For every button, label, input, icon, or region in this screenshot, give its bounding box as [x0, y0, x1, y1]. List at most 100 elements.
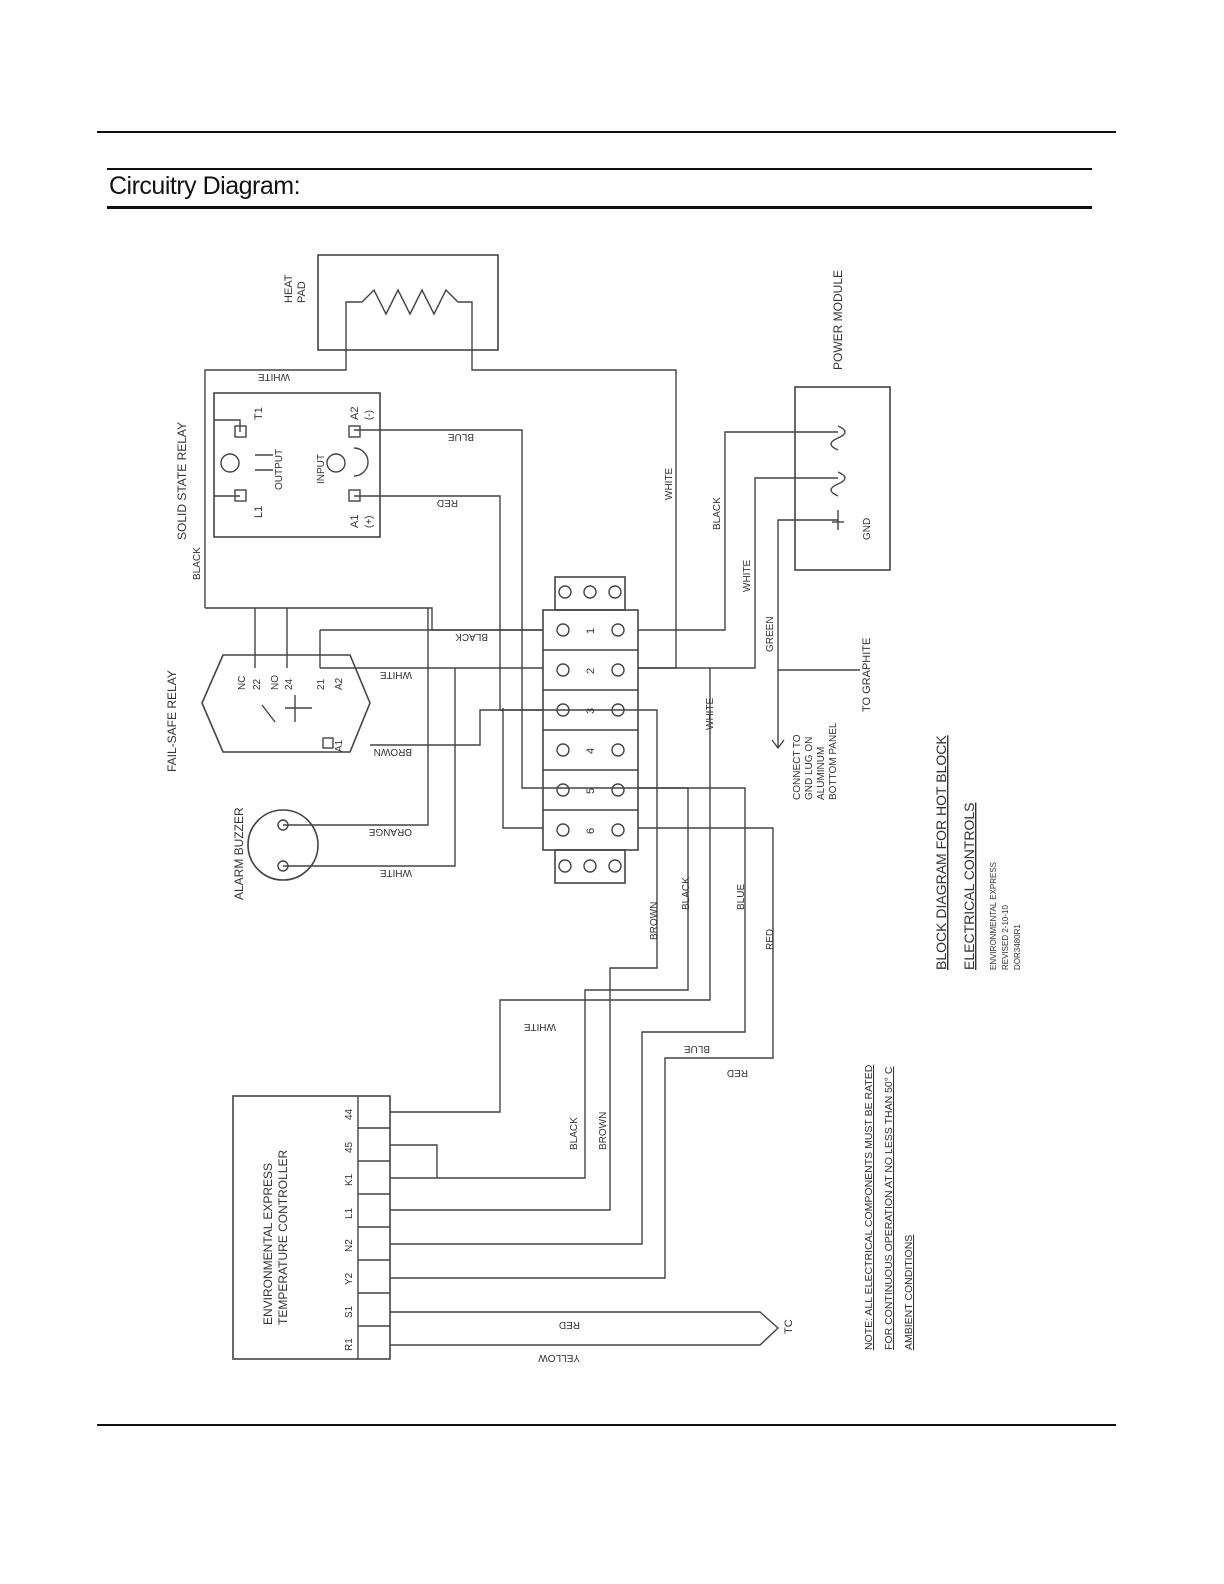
title-rule-top: [107, 168, 1092, 170]
revision-1: ENVIRONMENTAL EXPRESS: [989, 862, 998, 970]
wire-blue-ctrl: BLUE: [684, 1043, 710, 1054]
ground-note-1: CONNECT TO: [792, 734, 803, 800]
ssr-a1-sign: (+): [364, 516, 375, 529]
ssr-a2-sign: (-): [364, 410, 375, 420]
terminal-block-rows: [543, 585, 638, 873]
gnd-label: GND: [862, 518, 873, 540]
ctrl-term-44: 44: [344, 1108, 355, 1120]
block-num-4: 4: [585, 748, 597, 754]
ctrl-term-l1: L1: [344, 1207, 355, 1219]
wire-white-buzzer: WHITE: [379, 867, 412, 878]
ssr-a1: A1: [349, 515, 361, 528]
rating-note-1: NOTE: ALL ELECTRICAL COMPONENTS MUST BE …: [863, 1064, 875, 1350]
block-diagram-subtitle: ELECTRICAL CONTROLS: [961, 802, 977, 970]
rating-note-3: AMBIENT CONDITIONS: [903, 1235, 915, 1350]
wire-black-lower: BLACK: [681, 877, 692, 910]
section-title: Circuitry Diagram:: [109, 172, 301, 200]
heat-pad-box: [317, 254, 499, 351]
ground-note-2: GND LUG ON: [804, 737, 815, 800]
wire-green-gnd: GREEN: [765, 616, 776, 652]
wire-white-top: WHITE: [257, 371, 290, 382]
wire-white-ctrl: WHITE: [523, 1021, 556, 1032]
alarm-buzzer-circle: [247, 809, 319, 881]
ssr-a2: A2: [349, 407, 361, 420]
terminal-block-bottom-cap: [554, 849, 626, 884]
wire-brown-ctrl: BROWN: [598, 1112, 609, 1150]
ctrl-term-k1: K1: [344, 1173, 355, 1186]
block-num-6: 6: [585, 828, 597, 834]
block-diagram-title: BLOCK DIAGRAM FOR HOT BLOCK: [933, 735, 949, 970]
terminal-block-top-cap: [554, 576, 626, 611]
wire-black-block: BLACK: [455, 631, 488, 642]
to-graphite-label: TO GRAPHITE: [861, 638, 873, 712]
fsr-a1: A1: [334, 739, 345, 752]
power-module-symbols: [830, 425, 846, 530]
thermocouple-label: TC: [783, 1319, 795, 1334]
fsr-21: 21: [316, 678, 327, 690]
ssr-internals: [220, 425, 369, 502]
wire-blue-ssr: BLUE: [448, 431, 474, 442]
rating-note-2: FOR CONTINUOUS OPERATION AT NO LESS THAN…: [883, 1066, 895, 1350]
wire-white-power: WHITE: [742, 559, 753, 592]
heat-pad-resistor: [345, 288, 473, 335]
wire-brown-lower: BROWN: [649, 902, 660, 940]
heat-pad-label: HEAT: [283, 274, 295, 303]
heat-pad-label-2: PAD: [296, 281, 308, 303]
fail-safe-relay-box: [201, 654, 371, 753]
revision-2: REVISED 2-10-10: [1001, 905, 1010, 970]
ssr-output: OUTPUT: [274, 449, 285, 490]
fsr-24: 24: [284, 678, 295, 690]
fsr-a2: A2: [334, 677, 345, 690]
wire-white-vert-heat: WHITE: [664, 467, 675, 500]
fsr-22: 22: [252, 678, 263, 690]
wire-red-tc: RED: [559, 1319, 580, 1330]
wire-black-ctrl: BLACK: [569, 1117, 580, 1150]
wire-white-fsr: WHITE: [379, 669, 412, 680]
wire-brown-fsr: BROWN: [374, 746, 412, 757]
ctrl-term-45: 45: [344, 1141, 355, 1153]
ssr-input: INPUT: [316, 454, 327, 484]
wire-blue-lower: BLUE: [736, 884, 747, 910]
controller-label-2: TEMPERATURE CONTROLLER: [276, 1150, 290, 1325]
block-num-2: 2: [585, 668, 597, 674]
fsr-no: NO: [270, 675, 281, 690]
power-module-label: POWER MODULE: [831, 270, 845, 370]
wire-black-power: BLACK: [712, 497, 723, 530]
wire-yellow-tc: YELLOW: [538, 1352, 580, 1363]
ssr-t1: T1: [253, 407, 265, 420]
fsr-title: FAIL-SAFE RELAY: [165, 670, 179, 772]
revision-3: DOR3480R1: [1013, 924, 1022, 970]
fsr-nc: NC: [237, 676, 248, 690]
top-rule: [97, 131, 1116, 133]
buzzer-terminal-2: [277, 860, 289, 872]
ctrl-term-r1: R1: [344, 1338, 355, 1351]
controller-terminal-rows: [358, 1127, 390, 1327]
ctrl-term-n2: N2: [344, 1239, 355, 1252]
wiring: [204, 335, 860, 1346]
controller-label: ENVIRONMENTAL EXPRESS: [261, 1163, 275, 1325]
block-num-3: 3: [585, 708, 597, 714]
wire-orange-buzzer: ORANGE: [368, 826, 412, 837]
ground-note-4: BOTTOM PANEL: [828, 722, 839, 800]
fsr-internals: [261, 695, 334, 749]
wire-black-ssr: BLACK: [192, 547, 203, 580]
wire-red-lower: RED: [765, 929, 776, 950]
ctrl-term-y2: Y2: [344, 1272, 355, 1285]
block-num-1: 1: [585, 628, 597, 634]
block-num-5: 5: [585, 788, 597, 794]
ssr-l1: L1: [253, 506, 265, 518]
labels: HEAT PAD POWER MODULE GND SOLID STATE RE…: [165, 270, 1022, 1363]
buzzer-terminal-1: [277, 819, 289, 831]
ground-arrow: [771, 739, 785, 750]
solid-state-relay-box: [213, 392, 381, 538]
ctrl-term-s1: S1: [344, 1305, 355, 1318]
bottom-rule: [97, 1424, 1116, 1426]
wire-red-ssr: RED: [437, 497, 458, 508]
ground-note-3: ALUMINUM: [816, 747, 827, 800]
wire-red-ctrl: RED: [727, 1067, 748, 1078]
wire-white-block: WHITE: [705, 697, 716, 730]
alarm-buzzer-label: ALARM BUZZER: [232, 807, 246, 900]
title-rule-bottom: [107, 206, 1092, 209]
ssr-title: SOLID STATE RELAY: [175, 422, 189, 540]
